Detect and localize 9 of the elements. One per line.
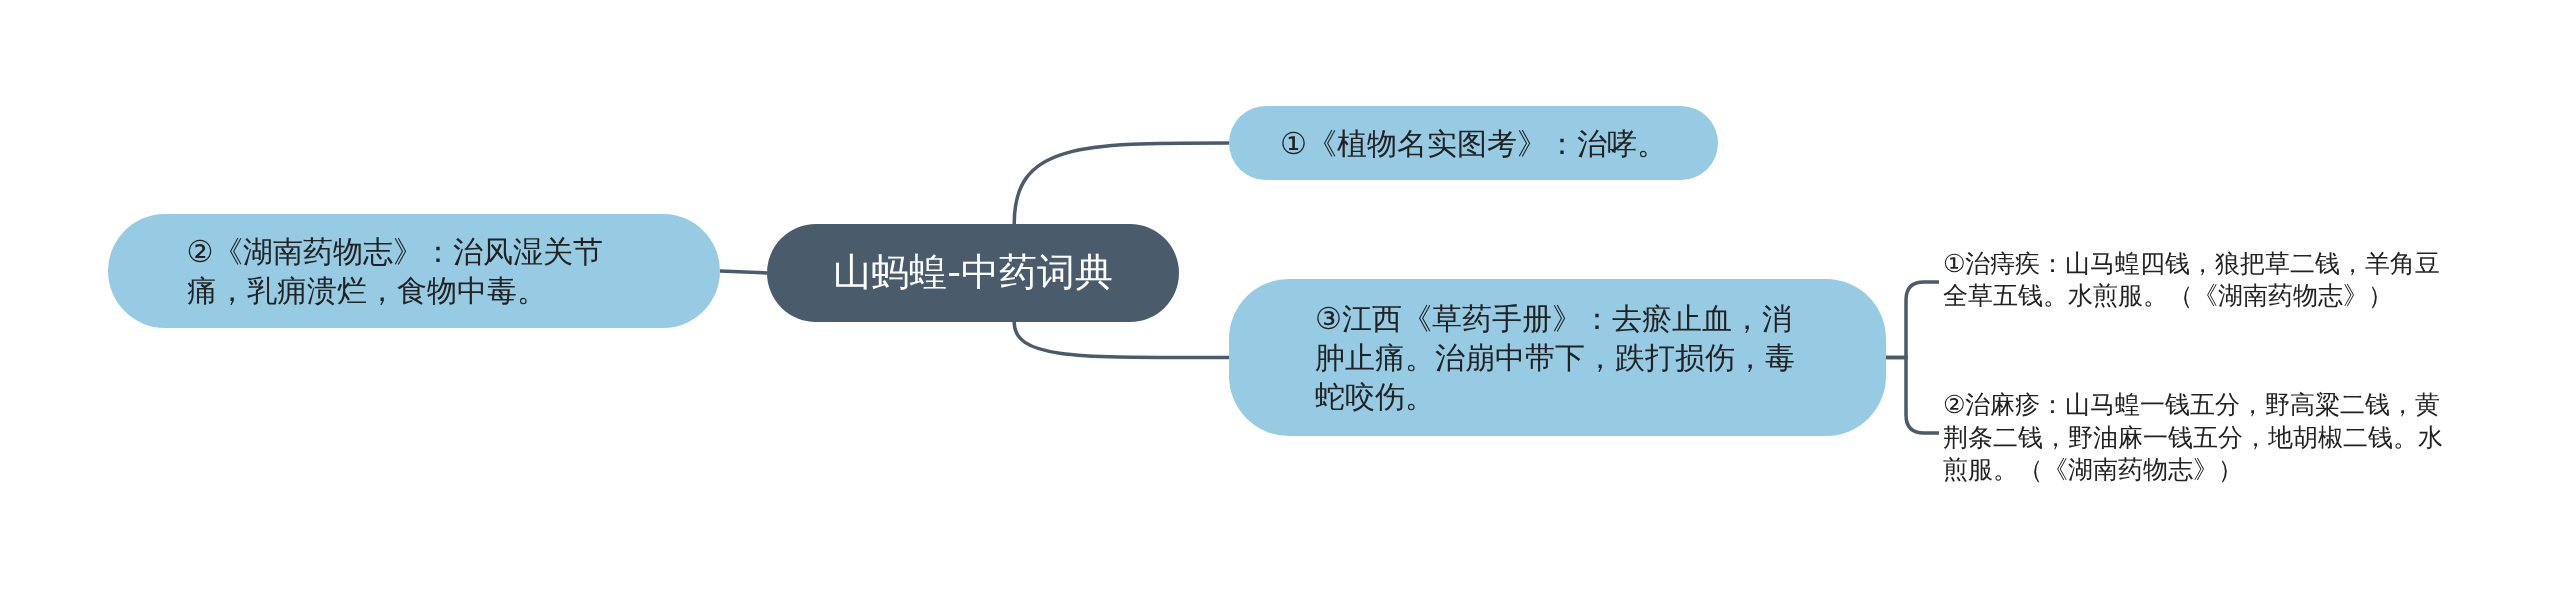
topic-box: ③江西《草药手册》：去瘀止血，消肿止痛。治崩中带下，跌打损伤，毒蛇咬伤。 [1229, 279, 1886, 436]
connector-line [719, 269, 768, 275]
connector-line [1012, 321, 1229, 360]
note-text: ①治痔疾：山马蝗四钱，狼把草二钱，羊角豆全草五钱。水煎服。（《湖南药物志》） [1943, 247, 2442, 312]
central-topic-box: 山蚂蝗-中药词典 [767, 224, 1179, 322]
note-text: ②治麻疹：山马蝗一钱五分，野高粱二钱，黄荆条二钱，野油麻一钱五分，地胡椒二钱。水煎服。（《湖南药物志》） [1943, 389, 2443, 487]
topic-box: ①《植物名实图考》：治哮。 [1229, 106, 1718, 180]
topic-box: ②《湖南药物志》：治风湿关节痛，乳痈溃烂，食物中毒。 [108, 214, 720, 328]
connector-line [1012, 141, 1229, 225]
